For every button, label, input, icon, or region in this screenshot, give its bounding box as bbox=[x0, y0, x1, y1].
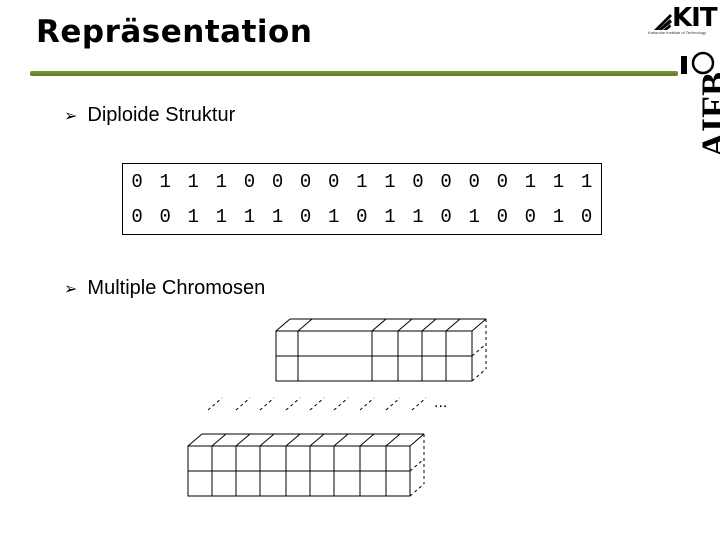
bit-cell: 1 bbox=[159, 170, 171, 193]
aifb-logo-icon bbox=[681, 51, 715, 75]
kit-logo-icon bbox=[654, 14, 672, 30]
bullet-label: Diploide Struktur bbox=[87, 104, 236, 126]
bit-cell: 0 bbox=[131, 170, 143, 193]
bullet-diploide: ➢ Diploide Struktur bbox=[64, 104, 235, 127]
bit-cell: 0 bbox=[580, 205, 593, 228]
bit-cell: 1 bbox=[412, 205, 424, 228]
bit-cell: 0 bbox=[496, 170, 508, 193]
bit-cell: 1 bbox=[384, 170, 396, 193]
bullet-chromosomes: ➢ Multiple Chromosen bbox=[64, 277, 265, 300]
bit-cell: 1 bbox=[552, 170, 565, 193]
page-title: Repräsentation bbox=[36, 14, 313, 50]
bit-cell: 0 bbox=[299, 170, 312, 193]
bit-cell: 0 bbox=[243, 170, 256, 193]
bit-cell: 0 bbox=[271, 170, 284, 193]
bit-cell: 0 bbox=[356, 205, 368, 228]
bit-cell: 0 bbox=[299, 205, 312, 228]
kit-subtitle: Karlsruhe Institute of Technology bbox=[648, 30, 706, 35]
bit-cell: 0 bbox=[440, 170, 452, 193]
bit-cell: 1 bbox=[524, 170, 537, 193]
ellipsis: ... bbox=[434, 394, 448, 411]
bit-cell: 0 bbox=[496, 205, 508, 228]
bit-cell: 1 bbox=[356, 170, 368, 193]
bit-cell: 0 bbox=[159, 205, 171, 228]
bit-cell: 1 bbox=[215, 205, 228, 228]
bullet-label: Multiple Chromosen bbox=[87, 277, 266, 299]
bit-cell: 0 bbox=[468, 170, 480, 193]
bit-cell: 1 bbox=[215, 170, 228, 193]
bit-cell: 1 bbox=[187, 205, 199, 228]
bit-cell: 1 bbox=[384, 205, 396, 228]
bit-cell: 1 bbox=[328, 205, 340, 228]
bit-cell: 1 bbox=[271, 205, 284, 228]
bit-cell: 0 bbox=[328, 170, 340, 193]
arrow-bullet-icon: ➢ bbox=[64, 107, 78, 125]
bit-cell: 1 bbox=[552, 205, 565, 228]
bit-cell: 1 bbox=[580, 170, 593, 193]
bit-cell: 1 bbox=[468, 205, 480, 228]
bit-cell: 0 bbox=[131, 205, 143, 228]
bit-cell: 0 bbox=[440, 205, 452, 228]
title-underline bbox=[30, 71, 678, 76]
kit-wordmark: KIT bbox=[672, 3, 718, 33]
bit-cell: 1 bbox=[187, 170, 199, 193]
arrow-bullet-icon: ➢ bbox=[64, 280, 78, 298]
bit-cell: 0 bbox=[524, 205, 537, 228]
bit-cell: 1 bbox=[243, 205, 256, 228]
bit-cell: 0 bbox=[412, 170, 424, 193]
